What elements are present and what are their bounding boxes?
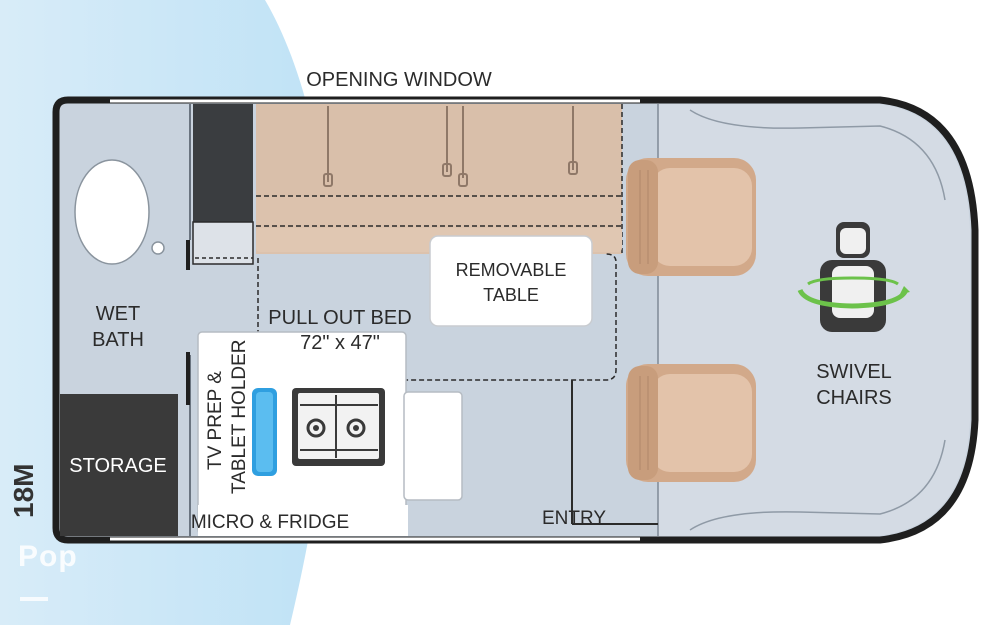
cabinet-light: [192, 221, 254, 265]
tv-prep-label-line2: TABLET HOLDER: [229, 339, 250, 494]
pull-out-bed-label-line2: 72" x 47": [300, 332, 380, 354]
watermark-text: Pop: [18, 540, 78, 573]
micro-fridge-label: MICRO & FRIDGE: [191, 512, 349, 533]
pull-out-bed-outline: [257, 253, 617, 381]
watermark-bar: [20, 597, 48, 601]
entry-label: ENTRY: [542, 508, 606, 529]
removable-table-label-line1: REMOVABLE: [456, 260, 567, 280]
model-text: 18M: [8, 463, 39, 518]
cabinet-dark: [193, 104, 253, 222]
cooktop-icon: [292, 388, 385, 466]
front-seat-top: [626, 158, 756, 276]
opening-window-label: OPENING WINDOW: [306, 69, 492, 91]
storage-block: [60, 394, 178, 536]
wet-bath-label-line2: BATH: [92, 329, 144, 351]
swivel-chairs-label-line1: SWIVEL: [816, 361, 892, 383]
pull-out-bed-label-line1: PULL OUT BED: [268, 307, 411, 329]
removable-table: [429, 235, 593, 327]
model-label: 18M: [8, 463, 44, 542]
swivel-chairs-label-line2: CHAIRS: [816, 387, 892, 409]
toilet-icon: [74, 159, 165, 265]
storage-label: STORAGE: [69, 455, 166, 477]
wet-bath-label-line1: WET: [96, 303, 140, 325]
swivel-ring-icon: [797, 276, 910, 309]
front-seat-bottom: [626, 364, 756, 482]
tv-prep-label-line1: TV PREP &: [205, 371, 226, 470]
removable-table-label-line2: TABLE: [483, 285, 539, 305]
